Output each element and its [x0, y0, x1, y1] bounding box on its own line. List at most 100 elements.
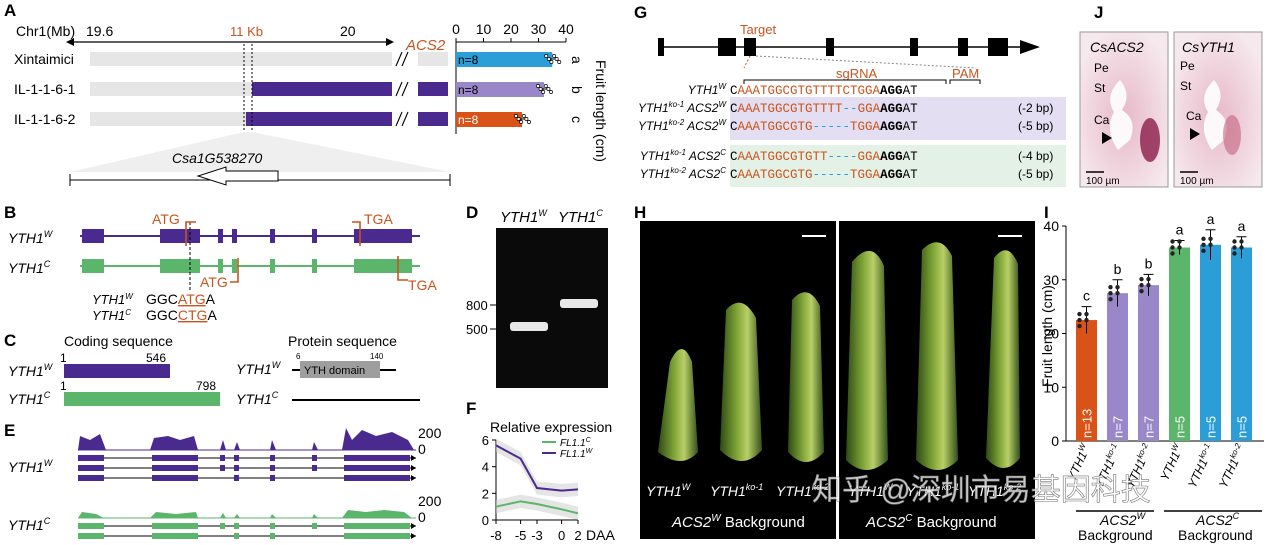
- a-dot-1-3: [543, 84, 548, 88]
- panel-letter-g: G: [634, 3, 647, 22]
- f-xtick-label-0: -8: [490, 528, 502, 543]
- transcripts-w: [78, 455, 416, 481]
- snp-c-name: YTH1C: [92, 308, 131, 323]
- i-ytick-label-1: 10: [1043, 379, 1059, 395]
- j-right-title: CsYTH1: [1182, 39, 1235, 55]
- fruit-3: [788, 292, 824, 462]
- i-dot-3-3: [1177, 239, 1182, 244]
- panel-letter-d: D: [466, 203, 478, 222]
- seq-row-label-3: YTH1ko-1 ACS2C: [640, 148, 727, 163]
- lane-w-label: YTH1W: [500, 208, 548, 226]
- genotype-bar-il2-purple: [246, 112, 392, 126]
- insitu-yth1-image: [1173, 31, 1263, 188]
- snp-c-seq: GGCCTGA: [146, 307, 217, 323]
- genotype-bar-xintaimici: [90, 52, 392, 66]
- i-dot-2-4: [1139, 282, 1144, 288]
- break-marks: [395, 51, 409, 127]
- panel-letter-a: A: [4, 1, 16, 20]
- a-n-label-1: n=8: [458, 83, 479, 97]
- i-dot-0-2: [1077, 323, 1082, 329]
- i-letter-5: a: [1238, 218, 1246, 234]
- panel-d: D YTH1W YTH1C 800 500: [466, 203, 608, 388]
- i-n-2: n=7: [1142, 416, 1157, 438]
- acs2-cavity: [1109, 80, 1133, 150]
- genotype-bar-il1-purple: [252, 82, 392, 96]
- i-cat-4: YTH1ko-1: [1184, 442, 1217, 490]
- line-label-1: Xintaimici: [14, 51, 74, 67]
- a-dot-0-5: [557, 60, 562, 64]
- cds-w-end: 546: [146, 351, 166, 365]
- i-bar-3: [1169, 247, 1190, 441]
- cov-w-max: 200: [418, 425, 442, 441]
- i-bg-c-word: Background: [1178, 527, 1253, 543]
- seq-note-3: (-4 bp): [1018, 149, 1053, 163]
- pam-label: PAM: [952, 66, 979, 81]
- i-dot-3-2: [1170, 251, 1175, 256]
- kb-label: 11 Kb: [230, 24, 263, 39]
- a-tick-label-0: 0: [452, 21, 460, 37]
- genotype-bar-il1-end: [418, 82, 448, 96]
- i-dot-1-0: [1108, 284, 1113, 290]
- fruit-1: [658, 349, 698, 461]
- i-letter-1: b: [1114, 261, 1122, 277]
- i-bar-4: [1200, 244, 1221, 441]
- a-xlabel: Fruit length (cm): [593, 60, 609, 162]
- panel-c: C Coding sequence Protein sequence YTH1W…: [4, 331, 420, 407]
- a-dot-2-0: [514, 114, 518, 118]
- gel-band-w: [510, 322, 548, 331]
- fruit-5: [916, 242, 958, 470]
- i-dot-5-0: [1232, 239, 1237, 244]
- a-n-label-0: n=8: [458, 53, 479, 67]
- h-label-1: YTH1ko-1: [710, 482, 763, 499]
- panel-letter-j: J: [1094, 3, 1103, 22]
- h-label-2: YTH1ko-2: [776, 482, 829, 499]
- f-xlabel: DAA: [586, 527, 615, 543]
- a-tick-label-3: 30: [531, 21, 547, 37]
- insitu-acs2-image: [1079, 31, 1169, 188]
- i-dot-3-4: [1170, 245, 1175, 250]
- i-letter-4: a: [1207, 211, 1215, 227]
- sgrna-label: sgRNA: [836, 66, 878, 81]
- tga-w-arrow: [352, 221, 361, 246]
- i-dot-1-3: [1115, 284, 1120, 290]
- j-right-pe: Pe: [1180, 59, 1195, 73]
- cds-c-end: 798: [196, 379, 216, 393]
- i-dot-0-4: [1077, 317, 1082, 323]
- h-label-3: YTH1W: [848, 482, 894, 499]
- seq-row-4: CAAATGGCGTG-----TGGAAGGAT: [730, 168, 918, 182]
- gene-w-label: YTH1W: [8, 229, 54, 246]
- a-dot-2-5: [527, 120, 531, 124]
- gene-c-label: YTH1C: [8, 259, 51, 276]
- f-title: Relative expression: [490, 419, 612, 435]
- f-ytick-label-1: 2: [482, 486, 489, 501]
- marker-500: 500: [466, 322, 488, 337]
- a-dot-1-5: [549, 90, 553, 94]
- acs2-stain: [1140, 118, 1160, 162]
- i-dot-0-0: [1077, 311, 1082, 317]
- a-dot-2-2: [519, 120, 524, 124]
- fruits: [658, 242, 1020, 470]
- i-dot-1-2: [1108, 296, 1113, 302]
- atg-c-label: ATG: [200, 274, 228, 290]
- i-cat-3: YTH1W: [1156, 441, 1186, 483]
- a-letter-1: b: [569, 86, 585, 94]
- i-letter-0: c: [1083, 288, 1090, 304]
- genotype-bar-xintaimici-end: [418, 52, 448, 66]
- i-dot-4-0: [1201, 236, 1206, 242]
- i-dot-3-1: [1177, 245, 1182, 250]
- a-dot-0-3: [552, 54, 557, 58]
- i-n-4: n=5: [1204, 416, 1219, 438]
- prot-c-label: YTH1C: [236, 390, 279, 407]
- a-letter-0: a: [569, 56, 585, 64]
- target-dash-left: [743, 55, 751, 69]
- i-letter-3: a: [1176, 222, 1184, 238]
- i-dot-3-0: [1170, 239, 1175, 244]
- a-dot-2-3: [521, 114, 526, 118]
- prot-start: 6: [296, 352, 301, 361]
- i-bg-w-word: Background: [1078, 527, 1153, 543]
- seq-row-label-2: YTH1ko-2 ACS2W: [638, 118, 728, 133]
- atg-w-arrow: [185, 221, 196, 246]
